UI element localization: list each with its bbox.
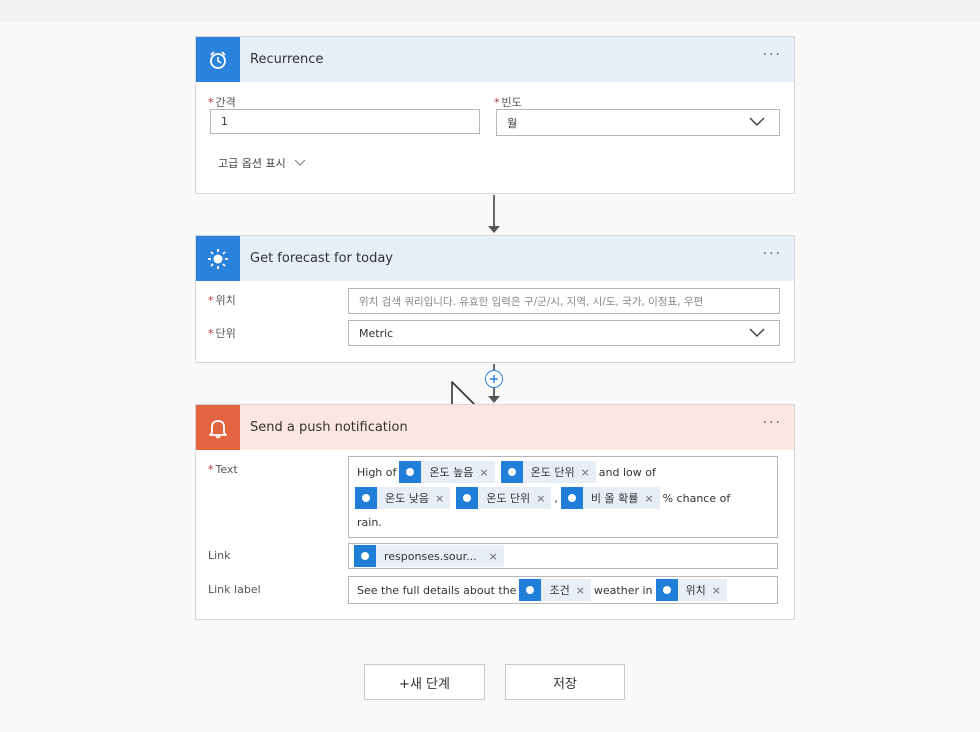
sun-icon (196, 236, 240, 281)
alarm-clock-icon (196, 37, 240, 82)
token-location[interactable]: 위치× (655, 579, 727, 601)
text-segment: , (554, 491, 558, 505)
push-title: Send a push notification (250, 420, 408, 435)
token-temp-low[interactable]: 온도 낮음× (355, 487, 451, 509)
units-select[interactable]: Metric (348, 320, 780, 346)
units-label: *단위 (208, 327, 236, 340)
connector-arrow-icon (488, 226, 500, 233)
text-segment: % chance of (662, 491, 731, 505)
bell-icon (196, 405, 240, 450)
remove-token-icon[interactable]: × (536, 491, 546, 505)
token-rain-chance[interactable]: 비 올 확률× (560, 487, 660, 509)
advanced-options-label: 고급 옵션 표시 (218, 157, 286, 170)
recurrence-card: Recurrence ··· *간격 1 *빈도 월 고급 옵션 표시 (195, 36, 795, 194)
link-label-input[interactable]: See the full details about the 조건× weath… (348, 576, 778, 604)
remove-token-icon[interactable]: × (644, 491, 654, 505)
weather-icon (399, 461, 422, 483)
text-segment: High of (357, 465, 397, 479)
remove-token-icon[interactable]: × (434, 491, 445, 505)
insert-step-button[interactable] (485, 370, 503, 388)
text-segment: rain. (357, 515, 382, 529)
new-step-button[interactable]: +새 단계 (364, 664, 485, 700)
token-temp-unit[interactable]: 온도 단위× (500, 461, 596, 483)
token-temp-unit-2[interactable]: 온도 단위× (456, 487, 552, 509)
remove-token-icon[interactable]: × (575, 583, 585, 597)
chevron-down-icon (294, 159, 306, 166)
location-label: *위치 (208, 294, 236, 307)
recurrence-menu-button[interactable]: ··· (762, 47, 782, 63)
save-button[interactable]: 저장 (505, 664, 625, 700)
top-band (0, 0, 980, 22)
weather-icon (355, 487, 377, 509)
weather-icon (519, 579, 542, 601)
interval-label: *간격 (208, 96, 236, 109)
remove-token-icon[interactable]: × (488, 549, 498, 563)
frequency-value: 월 (507, 116, 518, 130)
weather-icon (560, 487, 583, 509)
forecast-menu-button[interactable]: ··· (762, 246, 782, 262)
weather-icon (655, 579, 678, 601)
text-segment: weather in (593, 583, 653, 597)
weather-icon (500, 461, 523, 483)
frequency-label: *빈도 (494, 96, 522, 109)
token-link[interactable]: responses.sour...× (354, 545, 504, 567)
text-label: *Text (208, 463, 238, 476)
advanced-options-toggle[interactable]: 고급 옵션 표시 (218, 155, 306, 171)
recurrence-header[interactable]: Recurrence ··· (196, 37, 794, 82)
units-value: Metric (359, 326, 394, 340)
link-input[interactable]: responses.sour...× (348, 543, 778, 569)
recurrence-title: Recurrence (250, 52, 324, 67)
connector-line (493, 195, 495, 227)
link-label: Link (208, 549, 231, 562)
plus-icon (490, 375, 498, 383)
token-temp-high[interactable]: 온도 높음× (399, 461, 495, 483)
interval-input[interactable]: 1 (210, 109, 480, 134)
remove-token-icon[interactable]: × (711, 583, 721, 597)
frequency-select[interactable]: 월 (496, 109, 780, 136)
remove-token-icon[interactable]: × (580, 465, 590, 479)
push-menu-button[interactable]: ··· (762, 415, 782, 431)
weather-icon (456, 487, 479, 509)
push-header[interactable]: Send a push notification ··· (196, 405, 794, 450)
link-label-label: Link label (208, 583, 261, 596)
weather-icon (354, 545, 376, 567)
connector-arrow-icon (488, 396, 500, 403)
text-segment: and low of (598, 465, 656, 479)
forecast-card: Get forecast for today ··· *위치 위치 검색 쿼리입… (195, 235, 795, 363)
chevron-down-icon (749, 117, 765, 127)
token-condition[interactable]: 조건× (519, 579, 591, 601)
push-notification-card: Send a push notification ··· *Text High … (195, 404, 795, 620)
forecast-title: Get forecast for today (250, 251, 393, 266)
location-input[interactable]: 위치 검색 쿼리입니다. 유효한 입력은 구/군/시, 지역, 시/도, 국가,… (348, 288, 780, 314)
text-input[interactable]: High of 온도 높음× 온도 단위× and low of 온도 낮음× … (348, 456, 778, 538)
text-segment: See the full details about the (357, 583, 517, 597)
chevron-down-icon (749, 328, 765, 338)
remove-token-icon[interactable]: × (479, 465, 489, 479)
forecast-header[interactable]: Get forecast for today ··· (196, 236, 794, 281)
